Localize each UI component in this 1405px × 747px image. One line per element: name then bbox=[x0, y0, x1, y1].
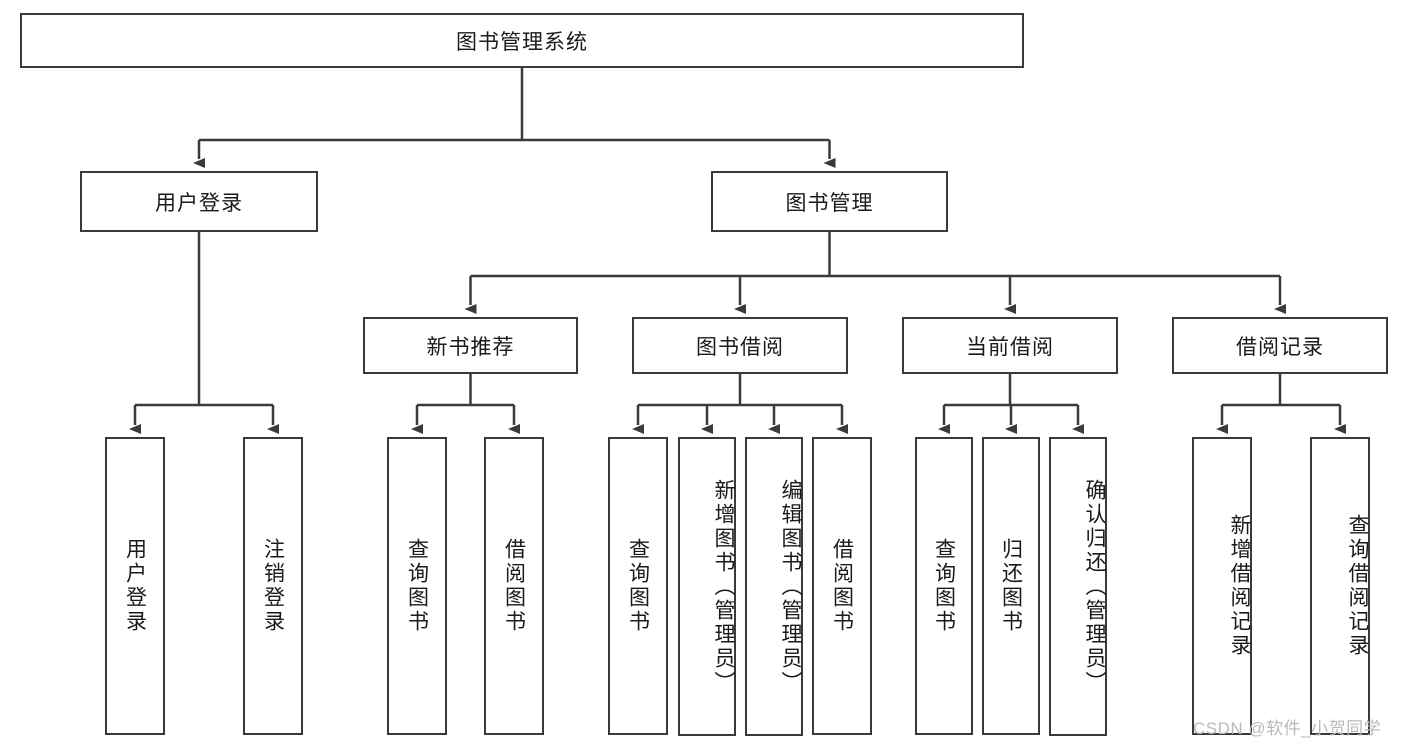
node-label: 注销登录 bbox=[261, 538, 285, 634]
node-label: 借阅图书 bbox=[502, 538, 526, 634]
node-leaf-borrow-book-nb[interactable]: 借阅图书 bbox=[484, 437, 544, 735]
node-label: 借阅记录 bbox=[1236, 335, 1324, 359]
node-label: 查询图书 bbox=[932, 538, 956, 634]
node-leaf-query-book-cb[interactable]: 查询图书 bbox=[915, 437, 973, 735]
node-label: 当前借阅 bbox=[966, 335, 1054, 359]
node-new-book-recommend[interactable]: 新书推荐 bbox=[363, 317, 578, 374]
node-borrow-record[interactable]: 借阅记录 bbox=[1172, 317, 1388, 374]
node-label: 借阅图书 bbox=[830, 538, 854, 634]
node-leaf-confirm-return-admin[interactable]: 确认归还（管理员） bbox=[1049, 437, 1107, 736]
node-label: 编辑图书（管理员） bbox=[779, 478, 802, 695]
node-label: 查询借阅记录 bbox=[1346, 514, 1369, 658]
node-leaf-add-book-admin[interactable]: 新增图书（管理员） bbox=[678, 437, 736, 736]
node-leaf-query-book-nb[interactable]: 查询图书 bbox=[387, 437, 447, 735]
node-leaf-query-borrow-record[interactable]: 查询借阅记录 bbox=[1310, 437, 1370, 735]
node-user-login[interactable]: 用户登录 bbox=[80, 171, 318, 232]
node-label: 查询图书 bbox=[405, 538, 429, 634]
node-label: 查询图书 bbox=[626, 538, 650, 634]
node-label: 新增借阅记录 bbox=[1228, 514, 1251, 658]
node-label: 用户登录 bbox=[155, 191, 243, 215]
csdn-watermark: CSDN @软件_小贺同学 bbox=[1193, 719, 1382, 738]
node-current-borrow[interactable]: 当前借阅 bbox=[902, 317, 1118, 374]
node-label: 图书借阅 bbox=[696, 335, 784, 359]
node-book-management[interactable]: 图书管理 bbox=[711, 171, 948, 232]
node-label: 新增图书（管理员） bbox=[712, 478, 735, 695]
node-label: 图书管理系统 bbox=[456, 30, 588, 54]
node-root[interactable]: 图书管理系统 bbox=[20, 13, 1024, 68]
node-label: 归还图书 bbox=[999, 538, 1023, 634]
node-book-borrow[interactable]: 图书借阅 bbox=[632, 317, 848, 374]
node-leaf-return-book[interactable]: 归还图书 bbox=[982, 437, 1040, 735]
node-leaf-borrow-book-bb[interactable]: 借阅图书 bbox=[812, 437, 872, 735]
node-leaf-user-logout[interactable]: 注销登录 bbox=[243, 437, 303, 735]
node-label: 确认归还（管理员） bbox=[1083, 478, 1106, 695]
node-label: 图书管理 bbox=[785, 191, 874, 215]
node-leaf-edit-book-admin[interactable]: 编辑图书（管理员） bbox=[745, 437, 803, 736]
node-label: 新书推荐 bbox=[426, 335, 515, 359]
node-leaf-add-borrow-record[interactable]: 新增借阅记录 bbox=[1192, 437, 1252, 735]
node-leaf-query-book-bb[interactable]: 查询图书 bbox=[608, 437, 668, 735]
node-leaf-user-login[interactable]: 用户登录 bbox=[105, 437, 165, 735]
node-label: 用户登录 bbox=[123, 538, 147, 634]
